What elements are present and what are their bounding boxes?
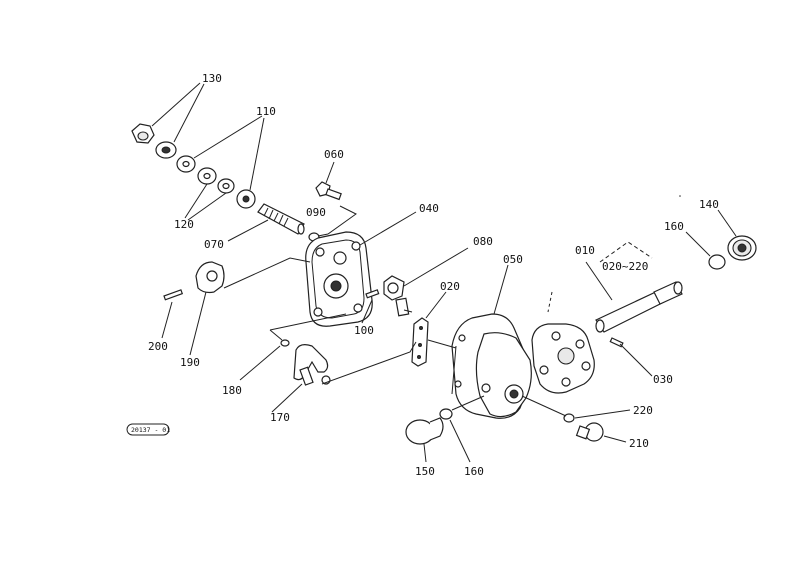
label-070: 070 xyxy=(204,238,224,251)
label-180: 180 xyxy=(222,384,242,397)
label-060: 060 xyxy=(324,148,344,161)
part-150-plug xyxy=(405,417,444,445)
leader-160-top xyxy=(685,231,711,257)
label-030: 030 xyxy=(653,373,673,386)
part-080-lever xyxy=(383,275,413,317)
plug-210-assembly-line xyxy=(521,395,567,417)
part-120-washer-2 xyxy=(217,178,235,194)
leader-210 xyxy=(603,435,627,443)
label-200: 200 xyxy=(148,340,168,353)
part-160-oring-top xyxy=(708,254,726,270)
leader-030 xyxy=(619,343,653,377)
label-130: 130 xyxy=(202,72,222,85)
label-150: 150 xyxy=(415,465,435,478)
part-110-washer-1 xyxy=(176,155,196,173)
label-120: 120 xyxy=(174,218,194,231)
label-220: 220 xyxy=(633,404,653,417)
label-020: 020 xyxy=(440,280,460,293)
part-070-stud xyxy=(257,203,305,235)
leader-080 xyxy=(403,247,469,287)
label-080: 080 xyxy=(473,235,493,248)
plug-assembly-line xyxy=(451,395,485,411)
part-100-pin xyxy=(365,289,380,299)
label-020-220: 020~220 xyxy=(602,260,648,273)
label-110: 110 xyxy=(256,105,276,118)
part-050-pump-body xyxy=(451,313,532,419)
leader-170 xyxy=(271,383,303,413)
part-030-key xyxy=(609,337,624,348)
label-210: 210 xyxy=(629,437,649,450)
part-030-shaft xyxy=(595,281,683,333)
part-200-pin xyxy=(163,289,184,301)
part-160-oring-bottom xyxy=(439,408,453,420)
drawing-reference-badge: 20137 - 01 xyxy=(126,423,170,436)
part-020-link xyxy=(411,317,429,367)
part-labels: 130 110 060 090 040 120 070 080 050 010 … xyxy=(148,72,719,478)
scan-speck xyxy=(679,195,681,197)
part-010-gear-housing xyxy=(531,323,595,394)
leader-070 xyxy=(227,219,269,242)
leader-040 xyxy=(359,211,417,246)
leader-050 xyxy=(493,264,509,315)
label-190: 190 xyxy=(180,356,200,369)
leaders-130-110-120 xyxy=(151,82,265,221)
part-110-washer-2 xyxy=(236,189,256,209)
part-130-nut-inner xyxy=(155,141,177,159)
leader-090 xyxy=(317,205,357,237)
leader-140 xyxy=(717,209,737,237)
leader-180 xyxy=(239,345,281,381)
label-050: 050 xyxy=(503,253,523,266)
part-210-plug xyxy=(575,422,604,442)
label-140: 140 xyxy=(699,198,719,211)
label-010: 010 xyxy=(575,244,595,257)
leader-100 xyxy=(361,299,373,324)
part-040-cover-plate xyxy=(305,231,373,327)
part-170-lever xyxy=(293,344,331,386)
drawing-reference-text: 20137 - 01 xyxy=(131,426,170,434)
label-160-top: 160 xyxy=(664,220,684,233)
leader-200 xyxy=(161,301,173,339)
part-220-washer xyxy=(563,413,575,423)
leader-020 xyxy=(425,291,447,319)
leader-150 xyxy=(423,443,427,463)
part-140-seal xyxy=(727,235,757,261)
part-130-nut-outer xyxy=(131,123,155,144)
leader-190 xyxy=(189,291,207,356)
leader-220 xyxy=(574,409,631,419)
label-160-bottom: 160 xyxy=(464,465,484,478)
bracket-020-220 xyxy=(547,241,653,313)
label-090: 090 xyxy=(306,206,326,219)
part-060-bolt xyxy=(315,181,342,201)
leader-060 xyxy=(325,161,335,184)
part-180-washer xyxy=(280,339,290,347)
part-120-washer-1 xyxy=(197,167,217,185)
leader-160-bottom xyxy=(449,419,471,463)
label-170: 170 xyxy=(270,411,290,424)
label-100: 100 xyxy=(354,324,374,337)
part-190-block xyxy=(195,261,225,294)
label-040: 040 xyxy=(419,202,439,215)
assembly-lines xyxy=(269,313,457,385)
leader-190-link xyxy=(223,257,311,289)
